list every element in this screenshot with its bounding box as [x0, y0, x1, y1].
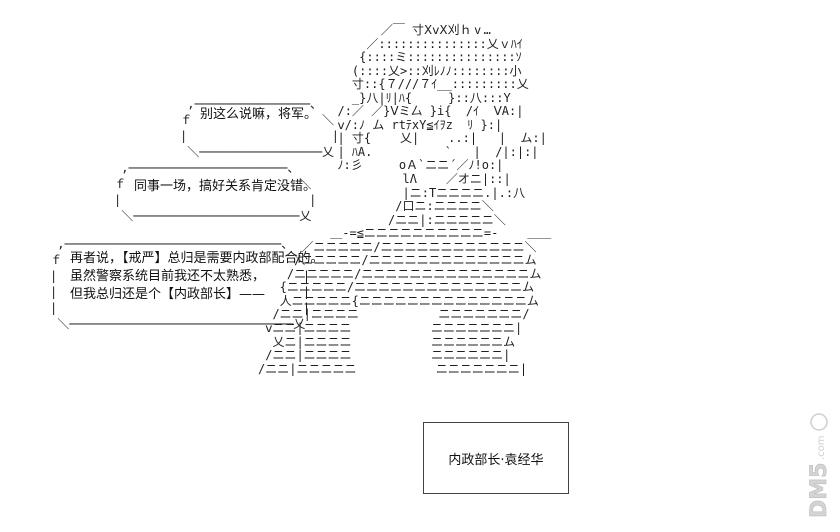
bubble-3-line-1: 再者说，【戒严】总归是需要内政部配合的。: [70, 251, 324, 266]
dm5-watermark-mascot-icon: [810, 413, 828, 431]
svg-text:.com: .com: [816, 435, 827, 460]
dm5-watermark-logo: DM5 .com: [807, 413, 832, 518]
nameplate-label: 内政部长·袁经华: [448, 453, 544, 468]
ascii-art-figure: ／￣ 寸ⅩⅴⅩ刈ｈⅴ… ／:::::::::::::::乂ｖﾊｲ {::::ミ:…: [258, 23, 552, 376]
bubble-3-line-2: 虽然警察系统目前我还不太熟悉，: [70, 269, 266, 284]
speech-bubble-1-border: ,────────────────、 ｆ ＼ | | ＼────────────…: [180, 97, 339, 159]
speech-bubble-3-border: ,──────────────────────────────、 ｆ ＼ | |…: [50, 237, 311, 331]
nameplate: 内政部长·袁经华: [423, 422, 569, 494]
svg-text:DM5: DM5: [807, 463, 832, 518]
speech-bubble-3: 再者说，【戒严】总归是需要内政部配合的。 虽然警察系统目前我还不太熟悉， 但我总…: [70, 250, 324, 304]
bubble-2-line-1: 同事一场，搞好关系肯定没错。: [134, 179, 317, 194]
bubble-3-line-3: 但我总归还是个【内政部长】——: [70, 287, 266, 302]
speech-bubble-2-border: ,──────────────────────、 ｆ ＼ | | ＼──────…: [114, 161, 317, 223]
bubble-1-line-1: 别这么说嘛，将军。: [200, 107, 318, 122]
speech-bubble-2: 同事一场，搞好关系肯定没错。: [134, 178, 316, 195]
speech-bubble-1: 别这么说嘛，将军。: [200, 106, 317, 123]
